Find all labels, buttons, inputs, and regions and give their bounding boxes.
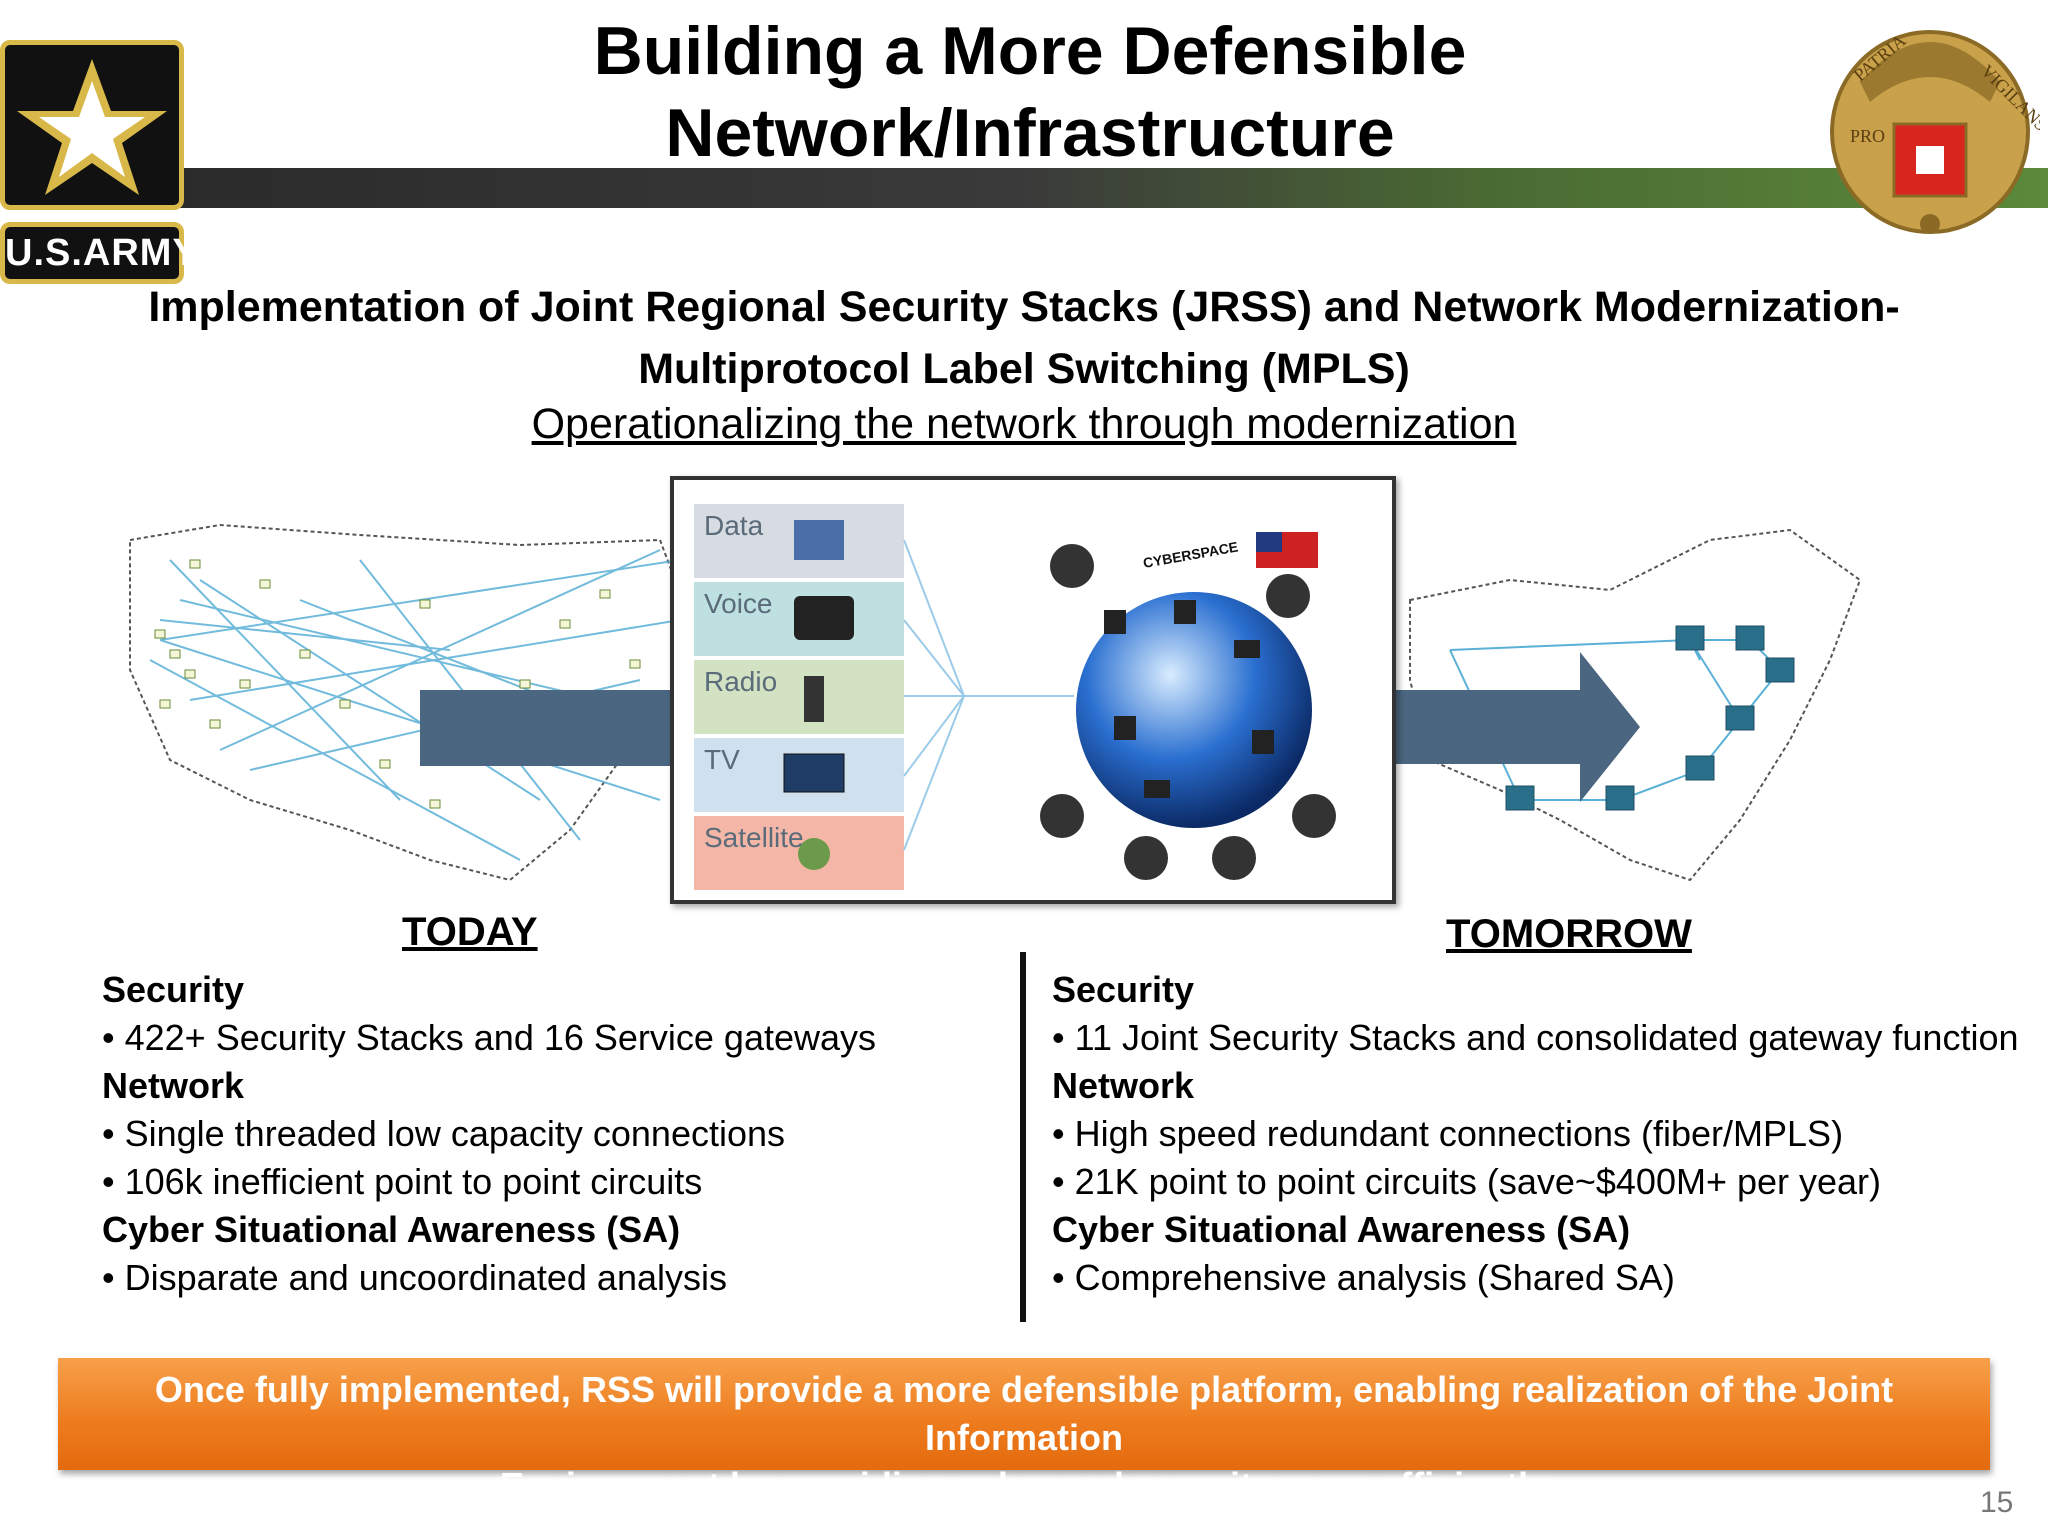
arrow-shaft-left <box>420 690 680 766</box>
crest-text-left: PRO <box>1850 126 1885 146</box>
tomorrow-security-heading: Security <box>1052 969 1195 1010</box>
today-network-heading: Network <box>102 1065 245 1106</box>
cyberspace-diagram-graphic: CYBERSPACE <box>694 504 1336 890</box>
today-heading: TODAY <box>402 910 538 954</box>
phone-icon <box>794 596 854 640</box>
subtitle-line-2: Multiprotocol Label Switching (MPLS) <box>638 345 1410 393</box>
tomorrow-heading: TOMORROW <box>1446 912 1692 956</box>
page-title: Building a More Defensible Network/Infra… <box>520 10 1540 174</box>
band-label-data: Data <box>704 510 764 541</box>
army-star-logo <box>0 40 184 210</box>
tomorrow-network-map <box>1409 528 1862 882</box>
column-divider <box>1020 952 1026 1322</box>
subtitle-tagline: Operationalizing the network through mod… <box>531 400 1517 448</box>
today-security-item: • 422+ Security Stacks and 16 Service ga… <box>102 1017 877 1058</box>
tomorrow-sa-item: • Comprehensive analysis (Shared SA) <box>1052 1257 1675 1298</box>
army-logo-text: U.S.ARMY <box>0 222 198 284</box>
tomorrow-column: Security • 11 Joint Security Stacks and … <box>1052 966 2032 1302</box>
tomorrow-network-heading: Network <box>1052 1065 1195 1106</box>
header-band <box>175 168 2048 208</box>
tomorrow-security-item: • 11 Joint Security Stacks and consolida… <box>1052 1017 2019 1058</box>
cyberspace-diagram: CYBERSPACE Data Voice Radio TV Satellite <box>670 476 1396 904</box>
tomorrow-sa-heading: Cyber Situational Awareness (SA) <box>1052 1209 1631 1250</box>
subtitle: Implementation of Joint Regional Securit… <box>100 276 1948 400</box>
today-network-item-1: • Single threaded low capacity connectio… <box>102 1113 786 1154</box>
tv-icon <box>783 753 845 793</box>
signal-corps-crest: PRO PATRIA VIGILANS <box>1820 12 2048 244</box>
computer-icon <box>794 520 844 560</box>
band-label-tv: TV <box>704 744 740 775</box>
band-label-satellite: Satellite <box>704 822 804 853</box>
subtitle-line-1: Implementation of Joint Regional Securit… <box>148 283 1900 331</box>
summary-banner: Once fully implemented, RSS will provide… <box>58 1358 1990 1506</box>
today-sa-heading: Cyber Situational Awareness (SA) <box>102 1209 681 1250</box>
title-line-2: Network/Infrastructure <box>665 95 1395 171</box>
band-label-voice: Voice <box>704 588 773 619</box>
today-security-heading: Security <box>102 969 245 1010</box>
title-line-1: Building a More Defensible <box>593 13 1467 89</box>
band-label-radio: Radio <box>704 666 778 697</box>
satellite-icon <box>798 838 830 870</box>
globe-label: CYBERSPACE <box>1142 538 1240 570</box>
today-sa-item: • Disparate and uncoordinated analysis <box>102 1257 727 1298</box>
tomorrow-network-item-2: • 21K point to point circuits (save~$400… <box>1052 1161 1882 1202</box>
radio-icon <box>804 676 824 722</box>
banner-line-1: Once fully implemented, RSS will provide… <box>154 1369 1894 1458</box>
today-column: Security • 422+ Security Stacks and 16 S… <box>102 966 982 1302</box>
banner-line-2: Environment by providing enhanced securi… <box>499 1465 1549 1506</box>
tomorrow-network-item-1: • High speed redundant connections (fibe… <box>1052 1113 1844 1154</box>
today-network-item-2: • 106k inefficient point to point circui… <box>102 1161 703 1202</box>
star-icon <box>17 59 167 195</box>
page-number: 15 <box>1980 1486 2014 1519</box>
arrow-right <box>1395 652 1640 802</box>
